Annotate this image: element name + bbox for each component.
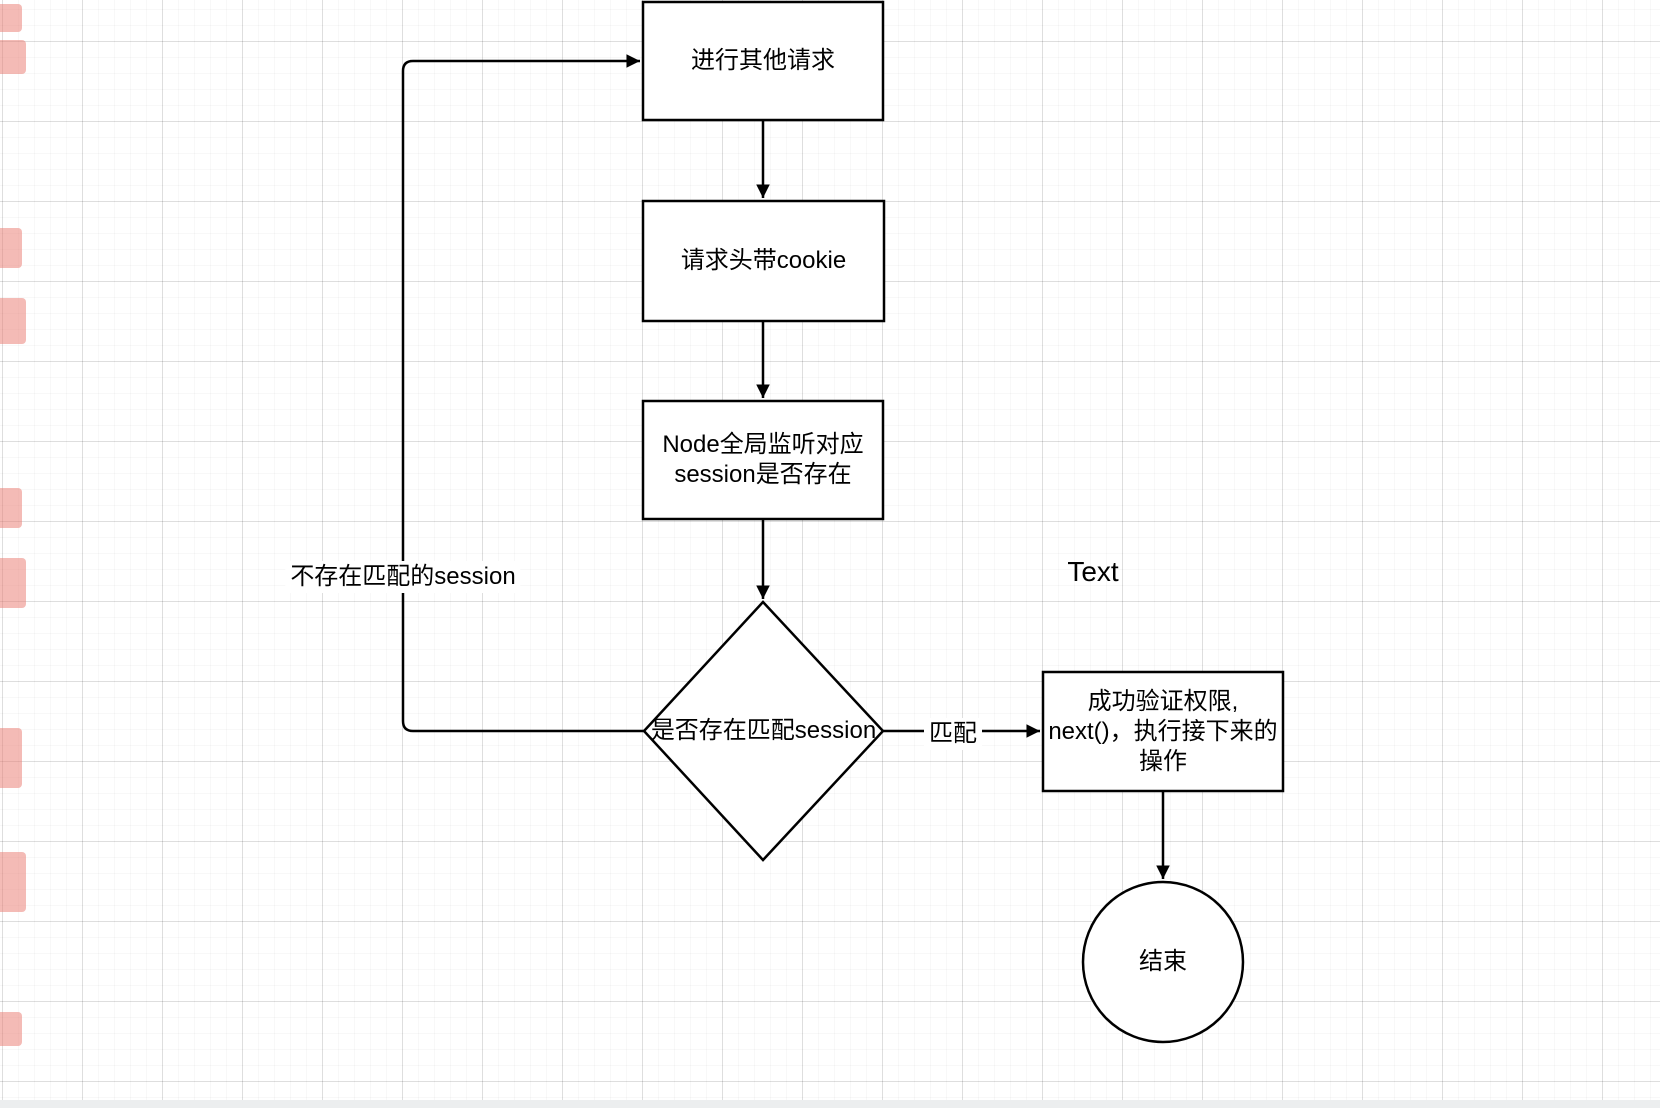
shape-node-listen[interactable] (641, 399, 885, 521)
node-end-label: 结束 (1139, 948, 1187, 975)
node-verify-success-line1: 成功验证权限, (1087, 687, 1239, 715)
canvas-bottom-strip (0, 1100, 1660, 1108)
node-verify-success-line2: next()，执行接下来的 (1048, 717, 1278, 745)
node-node-listen-line2: session是否存在 (674, 461, 852, 488)
node-verify-success[interactable]: 成功验证权限, next()，执行接下来的 操作 (1043, 672, 1283, 791)
left-edge-mark (0, 1012, 22, 1046)
shape-end-circle[interactable] (1081, 880, 1245, 1044)
left-edge-mark (0, 558, 26, 608)
node-other-requests[interactable]: 进行其他请求 (643, 2, 883, 120)
shape-cookie-header[interactable] (641, 199, 886, 323)
edge-label-match[interactable]: 匹配 (924, 718, 982, 750)
node-verify-success-line3: 操作 (1139, 747, 1187, 775)
edge-decision-loop-to-other[interactable] (401, 54, 644, 733)
left-edge-mark (0, 228, 22, 268)
left-edge-mark (0, 728, 22, 788)
left-edge-mark (0, 298, 26, 344)
left-edge-mark (0, 852, 26, 912)
node-other-requests-label: 进行其他请求 (691, 47, 835, 74)
left-edge-mark (0, 4, 22, 32)
node-session-decision[interactable]: 是否存在匹配session (644, 602, 883, 860)
floating-text-label[interactable]: Text (1067, 556, 1119, 587)
left-edge-mark (0, 488, 22, 528)
edge-label-no-match[interactable]: 不存在匹配的session (285, 561, 521, 593)
node-cookie-header[interactable]: 请求头带cookie (643, 201, 884, 321)
left-edge-mark (0, 40, 26, 74)
shape-other-requests[interactable] (641, 0, 885, 122)
node-end[interactable]: 结束 (1083, 882, 1243, 1042)
node-node-listen[interactable]: Node全局监听对应 session是否存在 (643, 401, 883, 519)
node-node-listen-line1: Node全局监听对应 (662, 431, 864, 458)
node-session-decision-label: 是否存在匹配session (650, 717, 877, 744)
node-cookie-header-label: 请求头带cookie (680, 247, 847, 274)
shape-verify-success[interactable] (1041, 670, 1285, 793)
shape-session-decision-diamond[interactable] (642, 600, 885, 862)
